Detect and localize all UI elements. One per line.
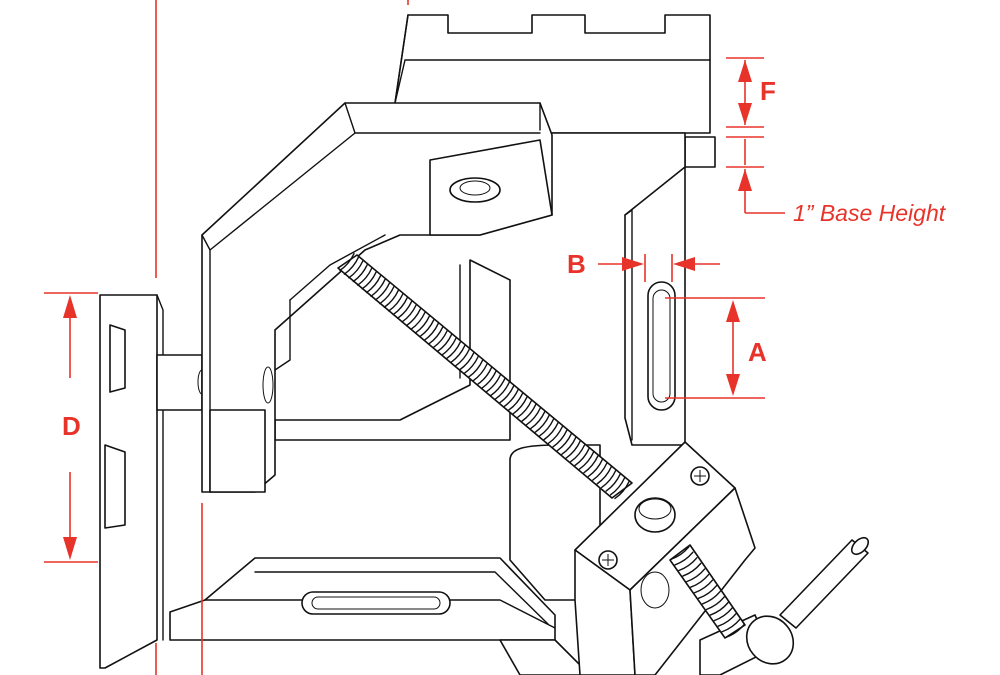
lower-screw	[640, 544, 795, 665]
clamp-arm	[201, 102, 553, 493]
base-plate	[169, 557, 591, 675]
dimension-d: D	[44, 292, 98, 563]
dimension-a-label: A	[748, 337, 767, 367]
dimension-a: A	[665, 297, 767, 399]
dimension-b-label: B	[567, 249, 586, 279]
reference-lines	[155, 0, 409, 675]
screw-housing	[574, 441, 756, 675]
dimension-d-label: D	[62, 411, 81, 441]
slot-a	[647, 281, 676, 411]
left-jaw	[99, 294, 207, 669]
dimension-f: F 1” Base Height	[726, 57, 947, 226]
base-height-label: 1” Base Height	[793, 200, 947, 226]
dimension-b: B	[567, 249, 720, 282]
dimension-f-label: F	[760, 76, 776, 106]
lead-screw	[337, 252, 633, 500]
